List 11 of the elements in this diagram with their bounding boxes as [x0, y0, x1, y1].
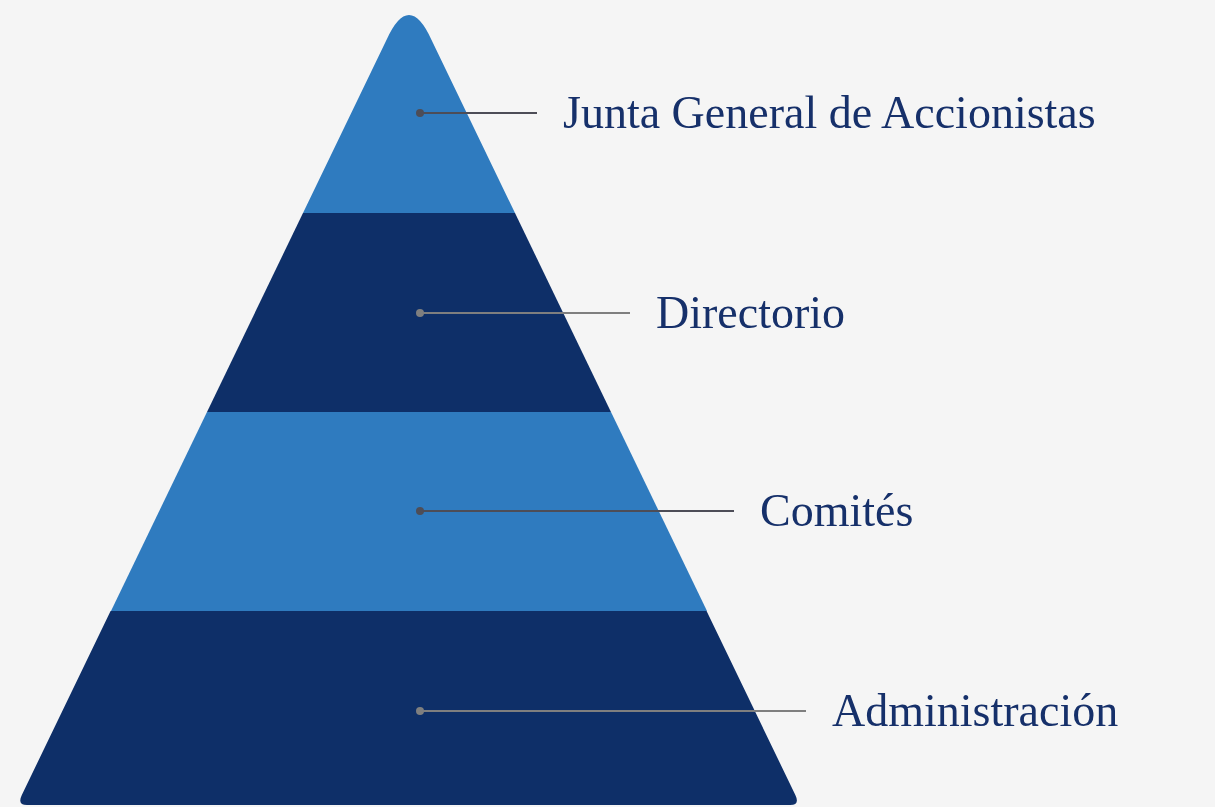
leader-line: [416, 507, 735, 515]
pyramid-tier: [111, 412, 707, 611]
tier-label: Administración: [806, 683, 1119, 739]
tier-label: Junta General de Accionistas: [537, 85, 1096, 141]
pyramid-tier: [207, 213, 611, 412]
tier-label: Comités: [734, 483, 914, 539]
leader-line: [416, 309, 631, 317]
tier-label: Directorio: [630, 285, 846, 341]
leader-line: [416, 109, 538, 117]
pyramid-top-tier: [303, 14, 515, 213]
leader-line: [416, 707, 807, 715]
